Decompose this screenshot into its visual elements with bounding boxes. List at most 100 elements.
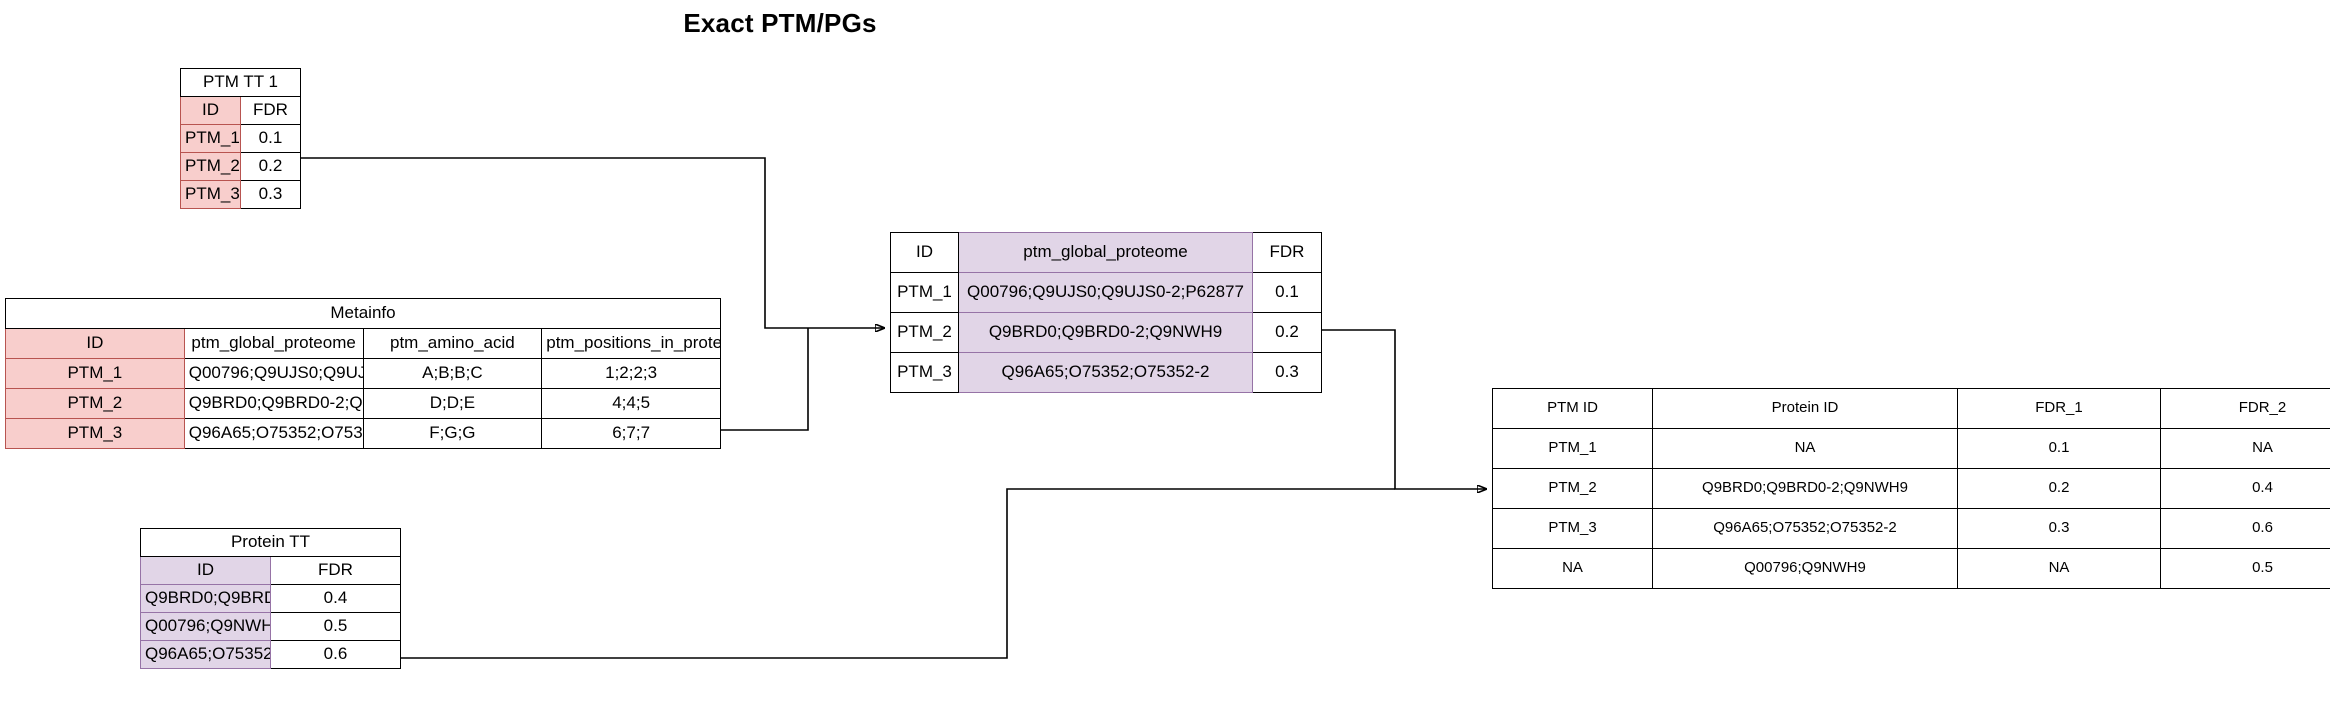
edge-ptm-global-to-result (1294, 329, 1486, 489)
cell-fdr-2: 0.5 (2160, 548, 2330, 589)
table-header-row: PTM ID Protein ID FDR_1 FDR_2 (1492, 388, 2330, 429)
cell-fdr: 0.3 (1252, 352, 1322, 393)
cell-fdr-2: NA (2160, 428, 2330, 469)
edge-metainfo-to-ptm-global (721, 328, 809, 431)
cell-id: PTM_3 (5, 418, 185, 449)
cell-proteome: Q96A65;O75352;O75352-2 (183, 418, 364, 449)
table-row: PTM_2 Q9BRD0;Q9BRD0-2;Q9NWH9 0.2 (890, 312, 1322, 353)
table-ptm-global-proteome: ID ptm_global_proteome FDR PTM_1 Q00796;… (890, 232, 1322, 393)
table-caption: Metainfo (5, 298, 721, 329)
column-header-fdr-2: FDR_2 (2160, 388, 2330, 429)
column-header-ptm-amino-acid: ptm_amino_acid (362, 328, 543, 359)
cell-fdr: 0.1 (1252, 272, 1322, 313)
table-row: PTM_3 Q96A65;O75352;O75352-2 0.3 (890, 352, 1322, 393)
cell-fdr: 0.2 (240, 152, 301, 181)
cell-ptm-id: PTM_1 (1492, 428, 1653, 469)
table-row: PTM_2 Q9BRD0;Q9BRD0-2;Q9NWH9 0.2 0.4 (1492, 468, 2330, 509)
table-header-row: ID ptm_global_proteome FDR (890, 232, 1322, 273)
cell-id: PTM_3 (890, 352, 959, 393)
table-row: Q9BRD0;Q9BRD0-2;Q9NWH9 0.4 (140, 584, 401, 613)
table-ptm-tt-1: PTM TT 1 ID FDR PTM_1 0.1 PTM_2 0.2 PTM_… (180, 68, 301, 209)
table-row: PTM_1 NA 0.1 NA (1492, 428, 2330, 469)
cell-protein-id: Q00796;Q9NWH9 (1652, 548, 1958, 589)
cell-id: PTM_1 (5, 358, 185, 389)
column-header-fdr: FDR (1252, 232, 1322, 273)
table-result: PTM ID Protein ID FDR_1 FDR_2 PTM_1 NA 0… (1492, 388, 2330, 589)
cell-protein-id: Q9BRD0;Q9BRD0-2;Q9NWH9 (1652, 468, 1958, 509)
cell-proteome: Q00796;Q9UJS0;Q9UJS0-2;P62877 (183, 358, 364, 389)
page-title: Exact PTM/PGs (683, 8, 877, 38)
cell-positions: 6;7;7 (541, 418, 721, 449)
cell-fdr: 0.3 (240, 180, 301, 209)
cell-proteome: Q9BRD0;Q9BRD0-2;Q9NWH9 (958, 312, 1253, 353)
table-row: Q96A65;O75352;O75352-2 0.6 (140, 640, 401, 669)
table-row: PTM_3 Q96A65;O75352;O75352-2 0.3 0.6 (1492, 508, 2330, 549)
table-caption: Protein TT (140, 528, 401, 557)
table-header-row: ID FDR (180, 96, 301, 125)
column-header-protein-id: Protein ID (1652, 388, 1958, 429)
table-row: PTM_1 0.1 (180, 124, 301, 153)
cell-fdr-1: NA (1957, 548, 2161, 589)
table-caption: PTM TT 1 (180, 68, 301, 97)
column-header-id: ID (5, 328, 185, 359)
cell-ptm-id: PTM_2 (1492, 468, 1653, 509)
table-row: Q00796;Q9NWH9 0.5 (140, 612, 401, 641)
cell-fdr-2: 0.4 (2160, 468, 2330, 509)
column-header-id: ID (890, 232, 959, 273)
column-header-fdr-1: FDR_1 (1957, 388, 2161, 429)
cell-fdr: 0.5 (270, 612, 401, 641)
cell-id: PTM_3 (180, 180, 241, 209)
cell-id: PTM_2 (180, 152, 241, 181)
cell-id: Q9BRD0;Q9BRD0-2;Q9NWH9 (140, 584, 271, 613)
column-header-id: ID (140, 556, 271, 585)
cell-positions: 1;2;2;3 (541, 358, 721, 389)
cell-positions: 4;4;5 (541, 388, 721, 419)
cell-fdr-2: 0.6 (2160, 508, 2330, 549)
table-row: PTM_3 0.3 (180, 180, 301, 209)
edge-protein-tt-to-result (401, 488, 1395, 659)
cell-fdr-1: 0.3 (1957, 508, 2161, 549)
cell-proteome: Q96A65;O75352;O75352-2 (958, 352, 1253, 393)
table-row: PTM_1 Q00796;Q9UJS0;Q9UJS0-2;P62877 A;B;… (5, 358, 721, 389)
cell-proteome: Q00796;Q9UJS0;Q9UJS0-2;P62877 (958, 272, 1253, 313)
table-caption-row: PTM TT 1 (180, 68, 301, 97)
column-header-ptm-global-proteome: ptm_global_proteome (183, 328, 364, 359)
cell-id: PTM_1 (890, 272, 959, 313)
table-header-row: ID ptm_global_proteome ptm_amino_acid pt… (5, 328, 721, 359)
column-header-ptm-global-proteome: ptm_global_proteome (958, 232, 1253, 273)
table-header-row: ID FDR (140, 556, 401, 585)
cell-id: Q00796;Q9NWH9 (140, 612, 271, 641)
cell-id: PTM_1 (180, 124, 241, 153)
cell-amino-acid: F;G;G (362, 418, 543, 449)
cell-fdr-1: 0.1 (1957, 428, 2161, 469)
column-header-fdr: FDR (240, 96, 301, 125)
cell-amino-acid: A;B;B;C (362, 358, 543, 389)
cell-amino-acid: D;D;E (362, 388, 543, 419)
table-row: NA Q00796;Q9NWH9 NA 0.5 (1492, 548, 2330, 589)
cell-id: PTM_2 (890, 312, 959, 353)
cell-protein-id: NA (1652, 428, 1958, 469)
cell-fdr: 0.1 (240, 124, 301, 153)
column-header-ptm-id: PTM ID (1492, 388, 1653, 429)
table-caption-row: Metainfo (5, 298, 721, 329)
table-protein-tt: Protein TT ID FDR Q9BRD0;Q9BRD0-2;Q9NWH9… (140, 528, 401, 669)
column-header-id: ID (180, 96, 241, 125)
cell-proteome: Q9BRD0;Q9BRD0-2;Q9NWH9 (183, 388, 364, 419)
table-caption-row: Protein TT (140, 528, 401, 557)
table-row: PTM_2 0.2 (180, 152, 301, 181)
table-row: PTM_3 Q96A65;O75352;O75352-2 F;G;G 6;7;7 (5, 418, 721, 449)
cell-fdr: 0.4 (270, 584, 401, 613)
cell-fdr: 0.2 (1252, 312, 1322, 353)
cell-id: Q96A65;O75352;O75352-2 (140, 640, 271, 669)
column-header-ptm-positions-in-protein: ptm_positions_in_protein (541, 328, 721, 359)
cell-ptm-id: NA (1492, 548, 1653, 589)
table-row: PTM_1 Q00796;Q9UJS0;Q9UJS0-2;P62877 0.1 (890, 272, 1322, 313)
cell-fdr-1: 0.2 (1957, 468, 2161, 509)
cell-fdr: 0.6 (270, 640, 401, 669)
table-metainfo: Metainfo ID ptm_global_proteome ptm_amin… (5, 298, 721, 449)
column-header-fdr: FDR (270, 556, 401, 585)
cell-protein-id: Q96A65;O75352;O75352-2 (1652, 508, 1958, 549)
cell-ptm-id: PTM_3 (1492, 508, 1653, 549)
table-row: PTM_2 Q9BRD0;Q9BRD0-2;Q9NWH9 D;D;E 4;4;5 (5, 388, 721, 419)
